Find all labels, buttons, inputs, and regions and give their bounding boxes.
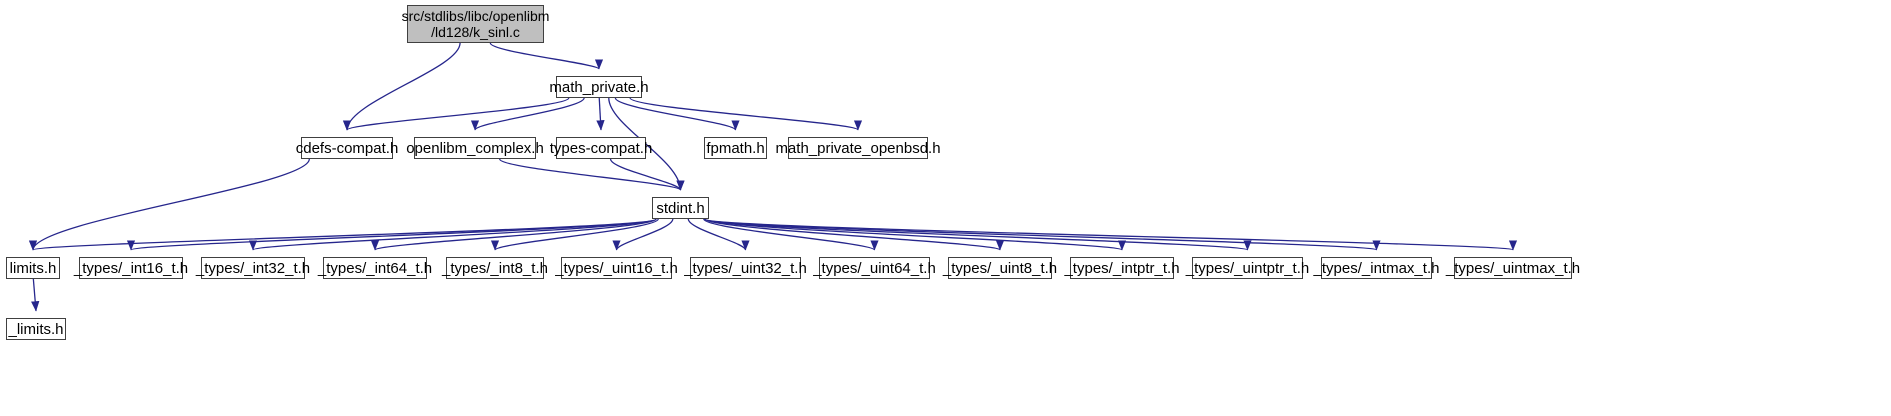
graph-node-label: _types/_intmax_t.h (1313, 259, 1440, 277)
graph-node-label: _types/_uintptr_t.h (1185, 259, 1310, 277)
graph-node-label: types-compat.h (549, 139, 653, 157)
graph-node-label: math_private.h (549, 78, 649, 96)
graph-edge-stdint-to-int32 (249, 218, 657, 251)
graph-edge-limits-to-_limits (31, 278, 40, 312)
graph-node-label: _types/_int64_t.h (317, 259, 433, 277)
graph-node-math_private[interactable]: math_private.h (549, 76, 649, 98)
graph-edge-math_private-to-openlibm_complex (470, 97, 585, 131)
graph-node-label: _types/_int8_t.h (442, 259, 548, 277)
graph-node-root[interactable]: src/stdlibs/libc/openlibm /ld128/k_sinl.… (402, 5, 549, 43)
graph-edge-math_private-to-fpmath (614, 97, 740, 131)
graph-node-fpmath[interactable]: fpmath.h (704, 137, 767, 159)
graph-edge-stdint-to-int64 (371, 218, 657, 251)
graph-edge-stdint-to-intptr (704, 218, 1126, 251)
graph-node-label: stdint.h (656, 199, 705, 217)
graph-edge-stdint-to-uint32 (687, 218, 750, 251)
graph-node-label: src/stdlibs/libc/openlibm /ld128/k_sinl.… (401, 8, 550, 40)
graph-edge-stdint-to-uintptr (704, 218, 1251, 251)
graph-node-uint8[interactable]: _types/_uint8_t.h (943, 257, 1057, 279)
graph-node-label: limits.h (9, 259, 57, 277)
graph-node-int64[interactable]: _types/_int64_t.h (318, 257, 432, 279)
graph-node-uint32[interactable]: _types/_uint32_t.h (684, 257, 807, 279)
graph-node-_limits[interactable]: _limits.h (6, 318, 66, 340)
graph-node-cdefs_compat[interactable]: cdefs-compat.h (296, 137, 398, 159)
graph-node-label: _types/_uint8_t.h (942, 259, 1058, 277)
graph-node-label: _types/_uint64_t.h (813, 259, 936, 277)
graph-node-stdint[interactable]: stdint.h (652, 197, 709, 219)
graph-node-label: math_private_openbsd.h (775, 139, 941, 157)
graph-node-label: openlibm_complex.h (406, 139, 544, 157)
graph-node-int32[interactable]: _types/_int32_t.h (196, 257, 310, 279)
graph-edge-stdint-to-uint64 (703, 218, 879, 251)
graph-node-label: _types/_uint32_t.h (684, 259, 807, 277)
graph-node-uint16[interactable]: _types/_uint16_t.h (555, 257, 678, 279)
graph-edge-types_compat-to-stdint (609, 158, 685, 191)
graph-node-label: _types/_int16_t.h (73, 259, 189, 277)
graph-node-label: cdefs-compat.h (295, 139, 399, 157)
graph-edge-stdint-to-uintmax (704, 218, 1517, 251)
graph-node-label: _types/_int32_t.h (195, 259, 311, 277)
graph-node-intmax[interactable]: _types/_intmax_t.h (1314, 257, 1439, 279)
graph-edge-root-to-cdefs_compat (342, 42, 461, 131)
graph-edge-stdint-to-int16 (127, 218, 657, 251)
graph-node-label: _limits.h (8, 320, 64, 338)
graph-node-label: _types/_intptr_t.h (1064, 259, 1180, 277)
graph-edge-stdint-to-uint16 (612, 218, 674, 251)
graph-edge-math_private-to-math_private_openbsd (629, 97, 862, 131)
graph-node-limits[interactable]: limits.h (6, 257, 60, 279)
graph-node-math_private_openbsd[interactable]: math_private_openbsd.h (775, 137, 941, 159)
graph-edge-root-to-math_private (489, 42, 603, 70)
graph-edge-stdint-to-intmax (704, 218, 1380, 251)
graph-node-int16[interactable]: _types/_int16_t.h (74, 257, 188, 279)
graph-node-int8[interactable]: _types/_int8_t.h (442, 257, 548, 279)
graph-node-uint64[interactable]: _types/_uint64_t.h (813, 257, 936, 279)
graph-node-label: _types/_uintmax_t.h (1445, 259, 1581, 277)
graph-edge-cdefs_compat-to-limits (28, 158, 310, 251)
graph-edge-stdint-to-limits (29, 218, 657, 251)
graph-edge-math_private-to-cdefs_compat (343, 97, 570, 131)
graph-node-uintptr[interactable]: _types/_uintptr_t.h (1186, 257, 1309, 279)
graph-edge-stdint-to-uint8 (704, 218, 1004, 251)
graph-edge-math_private-to-types_compat (596, 97, 605, 131)
graph-node-types_compat[interactable]: types-compat.h (550, 137, 652, 159)
graph-edge-stdint-to-int8 (491, 218, 659, 251)
graph-edge-openlibm_complex-to-stdint (499, 158, 685, 191)
graph-node-intptr[interactable]: _types/_intptr_t.h (1064, 257, 1180, 279)
graph-node-uintmax[interactable]: _types/_uintmax_t.h (1446, 257, 1580, 279)
graph-node-openlibm_complex[interactable]: openlibm_complex.h (406, 137, 544, 159)
graph-node-label: fpmath.h (706, 139, 765, 157)
graph-node-label: _types/_uint16_t.h (555, 259, 678, 277)
